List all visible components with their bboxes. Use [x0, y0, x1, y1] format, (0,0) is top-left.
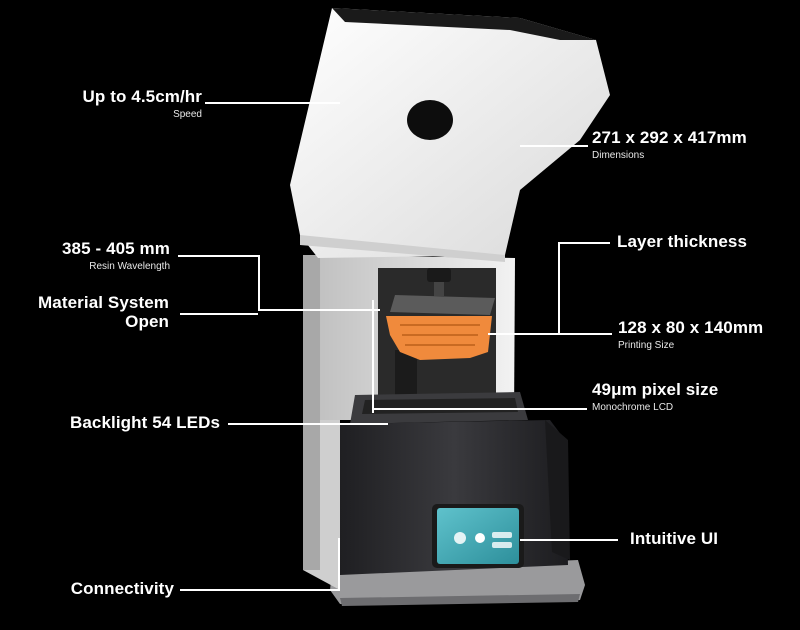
connector-layer-h: [558, 242, 610, 244]
spec-dimensions: 271 x 292 x 417mm Dimensions: [592, 128, 747, 161]
spec-layer-value: Layer thickness: [617, 232, 748, 251]
spec-material-line1: Material System: [38, 293, 169, 312]
printed-part: [386, 316, 492, 360]
spec-speed: Up to 4.5cm/hr Speed: [82, 87, 202, 120]
connector-speed: [205, 102, 340, 104]
connector-layer-v: [558, 242, 560, 334]
spec-speed-caption: Speed: [173, 108, 202, 120]
spec-pixel-value: 49μm pixel size: [592, 380, 719, 399]
spec-printing-size-caption: Printing Size: [618, 339, 675, 351]
spec-material: Material System Open: [38, 293, 169, 331]
connector-connectivity-v: [338, 538, 340, 591]
spec-connectivity-value: Connectivity: [70, 579, 174, 598]
build-plate-knob: [427, 268, 451, 282]
spec-backlight: Backlight 54 LEDs: [69, 413, 220, 433]
connector-wavelength-v: [258, 255, 260, 311]
spec-dimensions-value: 271 x 292 x 417mm: [592, 128, 747, 147]
spec-backlight-value: Backlight 54 LEDs: [69, 413, 220, 432]
printer-lid: [290, 8, 610, 258]
connector-backlight: [228, 423, 388, 425]
connector-wavelength-h: [178, 255, 258, 257]
spec-pixel-size: 49μm pixel size Monochrome LCD: [592, 380, 719, 413]
connector-printing-size: [488, 333, 612, 335]
spec-intuitive-ui: Intuitive UI: [630, 529, 719, 549]
connector-ui: [520, 539, 618, 541]
spec-printing-size-value: 128 x 80 x 140mm: [618, 318, 764, 337]
connector-pixel: [372, 408, 587, 410]
spec-ui-value: Intuitive UI: [630, 529, 719, 548]
spec-wavelength-value: 385 - 405 mm: [62, 239, 170, 258]
lid-vent-hole: [407, 100, 453, 140]
connector-wavelength-h2: [258, 309, 380, 311]
connector-pixel-v: [372, 300, 374, 413]
spec-pixel-caption: Monochrome LCD: [592, 401, 674, 413]
spec-wavelength: 385 - 405 mm Resin Wavelength: [62, 239, 170, 272]
spec-wavelength-caption: Resin Wavelength: [89, 260, 170, 272]
spec-layer-thickness: Layer thickness: [617, 232, 748, 252]
connector-connectivity: [180, 589, 340, 591]
connector-dimensions: [520, 145, 588, 147]
spec-connectivity: Connectivity: [70, 579, 174, 599]
spec-dimensions-caption: Dimensions: [592, 149, 645, 161]
spec-printing-size: 128 x 80 x 140mm Printing Size: [618, 318, 764, 351]
spec-speed-value: Up to 4.5cm/hr: [82, 87, 202, 106]
connector-material: [180, 313, 258, 315]
spec-material-line2: Open: [125, 311, 169, 331]
